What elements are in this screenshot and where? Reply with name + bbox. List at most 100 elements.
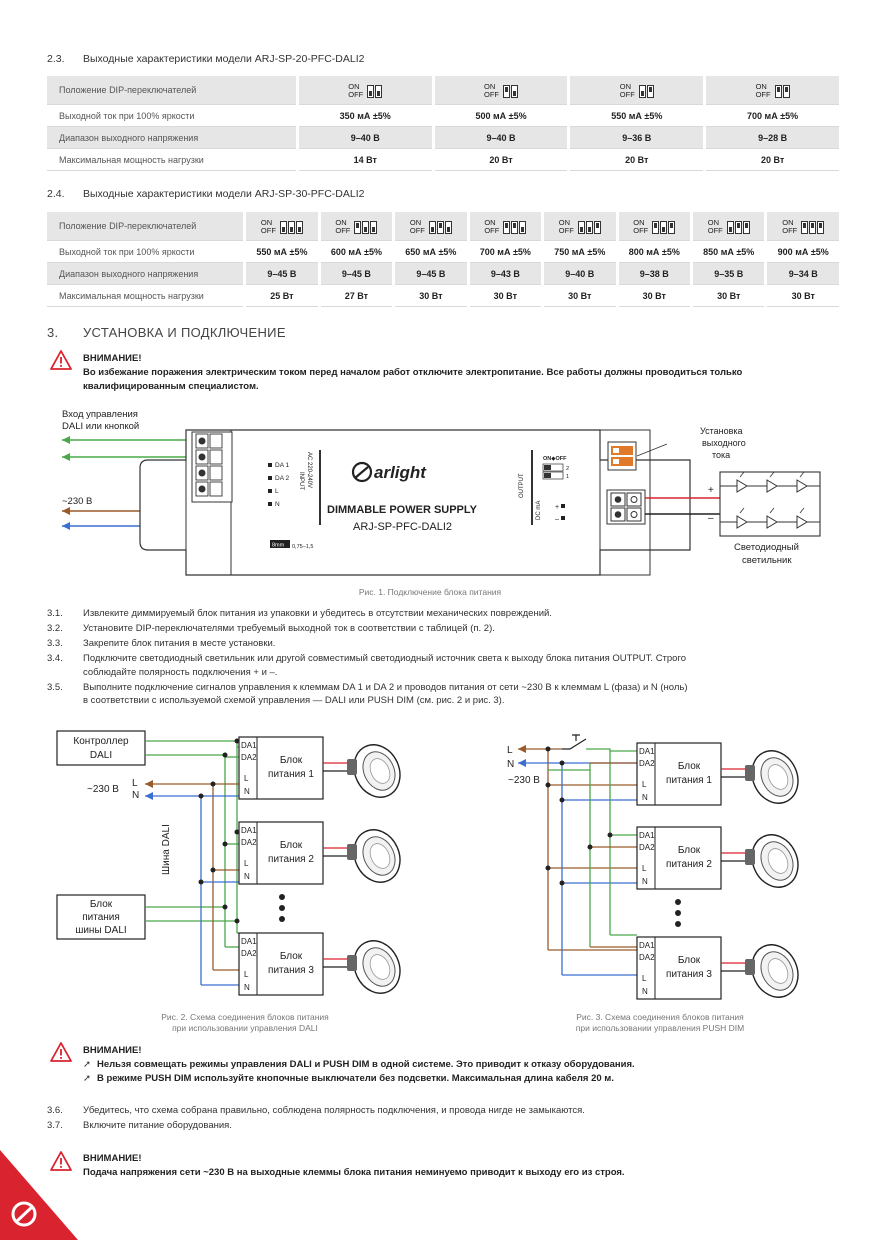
row-label: Диапазон выходного напряжения (47, 126, 298, 149)
downlight-icon (745, 834, 799, 888)
dip-legend: ON◆OFF (543, 456, 567, 462)
minus-sign: – (555, 516, 559, 523)
row-label: Выходной ток при 100% яркости (47, 240, 245, 263)
dip-switch-cell (734, 220, 742, 234)
step-number: 3.5. (47, 681, 63, 693)
current-setting-label: тока (712, 450, 730, 460)
warning-title: ВНИМАНИЕ! (83, 353, 142, 364)
bus-label: Шина DALI (161, 824, 172, 875)
table-cell: 9–45 В (392, 262, 469, 285)
row-label: Максимальная мощность нагрузки (47, 284, 245, 307)
table-cell: 9–45 В (317, 262, 394, 285)
psu-name: питания 2 (666, 859, 712, 870)
dip-switch-cell (362, 220, 370, 234)
psu-name: питания 3 (666, 969, 712, 980)
l-label: L (132, 778, 138, 789)
l-terminal: L (642, 974, 647, 983)
table-cell: 27 Вт (317, 284, 394, 307)
table-cell: 9–34 В (764, 262, 839, 285)
dip-switch-cell (809, 220, 817, 234)
table-cell: 30 Вт (764, 284, 839, 307)
dip-switch-cell (503, 84, 511, 98)
dip-switch-cell (652, 220, 660, 234)
psu-name: питания 3 (268, 965, 314, 976)
output-text: OUTPUT (519, 473, 525, 498)
caption-line: Рис. 3. Схема соединения блоков питания (576, 1012, 744, 1022)
dc-text: DC mA (536, 501, 542, 520)
section-3-heading: 3.УСТАНОВКА И ПОДКЛЮЧЕНИЕ (47, 325, 286, 340)
n-label: N (507, 759, 514, 770)
led-fixture (719, 471, 821, 537)
table-cell: 30 Вт (615, 284, 692, 307)
table-cell: 550 мА ±5% (567, 104, 705, 127)
downlight-icon (745, 944, 799, 998)
section-title: Выходные характеристики модели ARJ-SP-20… (83, 53, 365, 65)
da1-label: DA1 (241, 826, 257, 835)
step-text: Выполните подключение сигналов управлени… (83, 681, 688, 693)
bus-psu-label: Блок (90, 899, 113, 910)
warning-bullet: ➚Нельзя совмещать режимы управления DALI… (83, 1058, 635, 1072)
dip-switch-cell (593, 220, 601, 234)
table-cell: 500 мА ±5% (431, 104, 569, 127)
l-terminal: L (244, 774, 249, 783)
dip-switch-cell (660, 220, 668, 234)
input-text: INPUT (298, 472, 304, 490)
terminal-label: N (275, 501, 280, 508)
warning-block-1: ВНИМАНИЕ! Во избежание поражения электри… (83, 352, 742, 394)
section-title: УСТАНОВКА И ПОДКЛЮЧЕНИЕ (83, 325, 286, 340)
bullet-icon: ➚ (83, 1073, 91, 1084)
da2-label: DA2 (241, 838, 257, 847)
table-cell: 9–28 В (703, 126, 839, 149)
n-terminal: N (642, 793, 648, 802)
table-cell: 650 мА ±5% (392, 240, 469, 263)
bullet-icon: ➚ (83, 1059, 91, 1070)
dip-switch-cell (375, 84, 383, 98)
psu-name: питания 1 (268, 769, 314, 780)
table-cell: 20 Вт (567, 148, 705, 171)
controller-label: Контроллер (73, 736, 129, 747)
dip-switch-cell (801, 220, 809, 234)
dip-switch-cell (782, 84, 790, 98)
dip-switch-cell (726, 220, 734, 234)
section-title: Выходные характеристики модели ARJ-SP-30… (83, 188, 365, 200)
step-item: 3.3.Закрепите блок питания в месте устан… (47, 637, 837, 651)
step-number: 3.3. (47, 638, 63, 649)
table-cell: 900 мА ±5% (764, 240, 839, 263)
da1-label: DA1 (241, 741, 257, 750)
figure-caption: Рис. 3. Схема соединения блоков питания … (540, 1012, 780, 1034)
terminal-label: L (275, 488, 279, 495)
product-title: DIMMABLE POWER SUPPLY (327, 504, 478, 516)
table-cell: 9–43 В (466, 262, 543, 285)
psu-box (636, 742, 722, 806)
dip-switch-cell (436, 220, 444, 234)
step-text: Подключите светодиодный светильник или д… (83, 653, 687, 664)
figure-2-dali-scheme: Контроллер DALI Блок питания шины DALI ~… (56, 730, 401, 996)
dip-switch-cell (279, 220, 287, 234)
current-setting-label: выходного (702, 438, 746, 448)
table-cell: 700 мА ±5% (703, 104, 839, 127)
psu-box (238, 821, 324, 885)
step-number: 3.6. (47, 1105, 63, 1116)
psu-box (238, 736, 324, 800)
psu-box (636, 936, 722, 1000)
psu-name: Блок (280, 840, 303, 851)
